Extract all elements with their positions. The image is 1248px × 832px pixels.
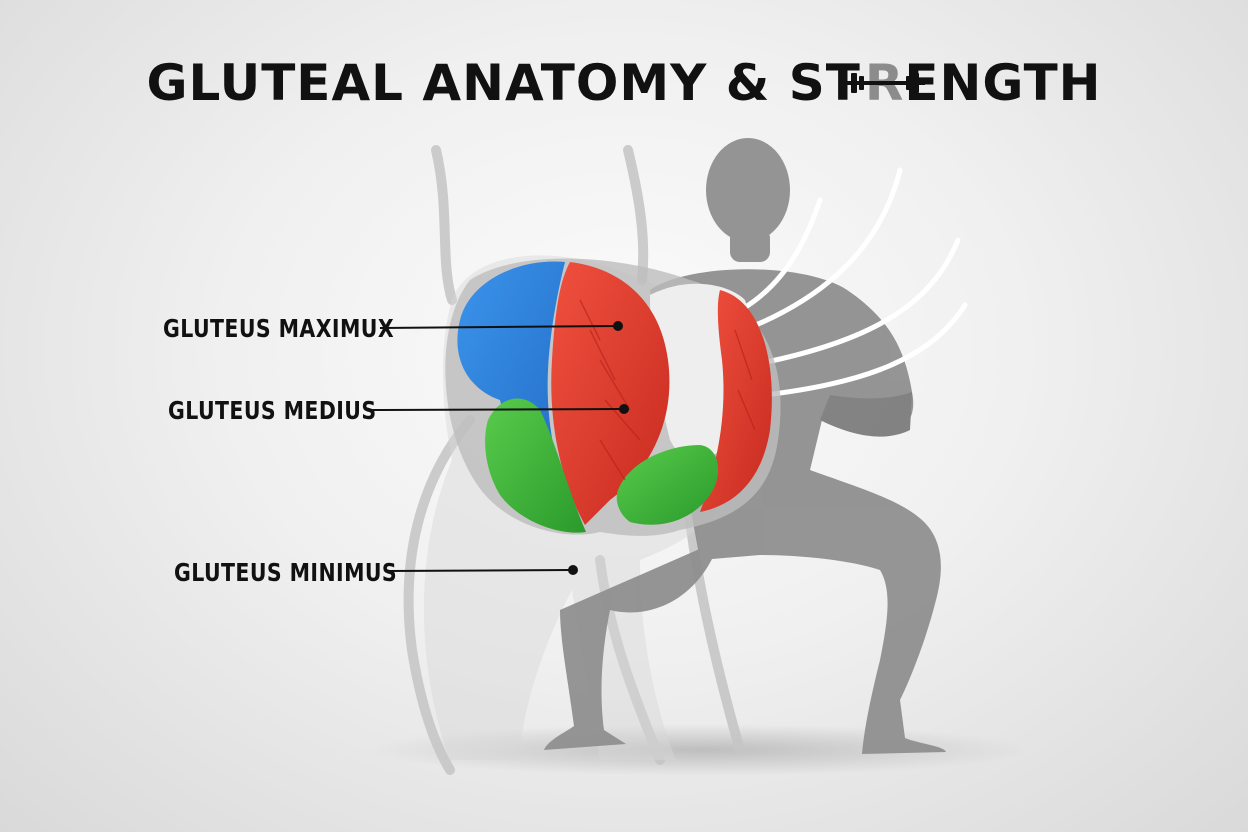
gluteus-minimus-right-shape bbox=[616, 445, 719, 525]
leader-lines bbox=[369, 325, 623, 572]
leader-line-maximus bbox=[379, 325, 617, 329]
label-gluteus-maximus: GLUTEUS MAXIMUX bbox=[163, 314, 395, 343]
title-part-1: GLUTEAL ANATOMY & ST bbox=[146, 54, 861, 112]
label-gluteus-minimus: GLUTEUS MINIMUS bbox=[174, 558, 398, 587]
marker-dot-minimus bbox=[568, 565, 578, 575]
muscle-fibers bbox=[579, 299, 756, 481]
marker-dot-medius bbox=[619, 404, 629, 414]
marker-dots bbox=[568, 321, 629, 575]
gluteus-maximus-shape bbox=[551, 262, 670, 525]
title-part-2: ENGTH bbox=[904, 54, 1102, 112]
page-title: GLUTEAL ANATOMY & STRENGTH bbox=[0, 46, 1248, 120]
leader-line-medius bbox=[369, 408, 623, 411]
body-outline-figure bbox=[403, 145, 745, 775]
gluteal-muscles bbox=[445, 258, 781, 536]
leader-line-minimus bbox=[387, 569, 572, 572]
marker-dot-maximus bbox=[613, 321, 623, 331]
gluteus-maximus-right-lobe bbox=[700, 290, 772, 512]
gluteus-minimus-shape bbox=[485, 398, 586, 533]
label-gluteus-medius: GLUTEUS MEDIUS bbox=[168, 396, 377, 425]
